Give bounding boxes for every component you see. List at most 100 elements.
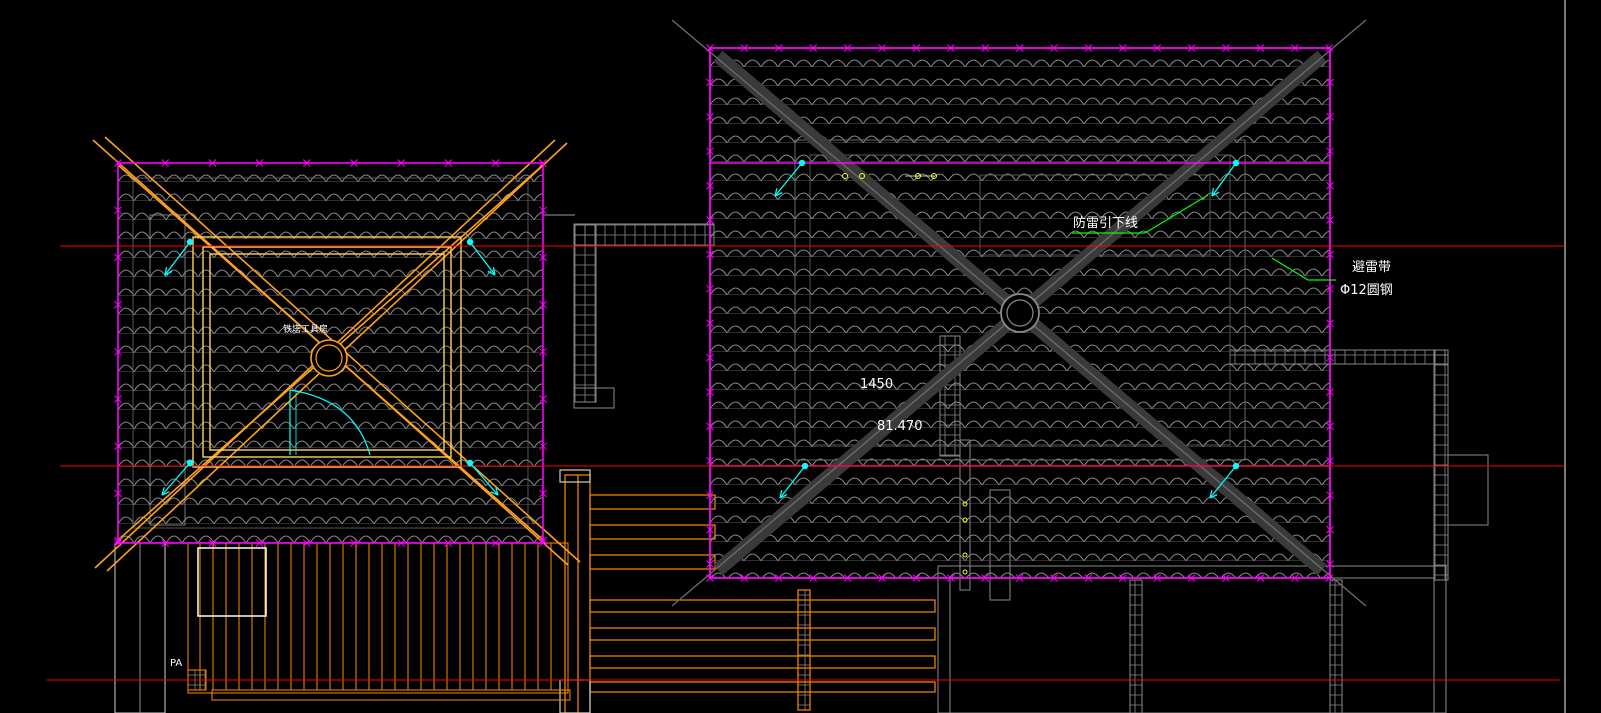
down-conductor-markers: [161, 159, 1240, 499]
belt-cross-mark: [1326, 250, 1334, 259]
belt-cross-mark: [912, 44, 921, 52]
belt-cross-mark: [706, 319, 714, 328]
belt-cross-mark: [706, 525, 714, 534]
belt-cross-mark: [706, 181, 714, 190]
belt-cross-mark: [774, 44, 783, 52]
belt-cross-mark: [706, 456, 714, 465]
belt-cross-mark: [1187, 574, 1196, 582]
belt-cross-mark: [1326, 147, 1334, 156]
belt-cross-mark: [539, 300, 547, 309]
belt-cross-mark: [1326, 353, 1334, 362]
belt-cross-mark: [397, 539, 406, 547]
belt-cross-mark: [114, 395, 122, 403]
belt-cross-mark: [1326, 319, 1334, 328]
belt-cross-mark: [538, 159, 547, 167]
belt-cross-mark: [1222, 574, 1230, 582]
belt-cross-mark: [1050, 574, 1058, 582]
belt-cross-mark: [255, 159, 264, 167]
lightning-belt-label: 避雷带: [1352, 260, 1391, 275]
belt-cross-mark: [706, 216, 714, 224]
belt-cross-mark: [1050, 44, 1058, 52]
left-roof: [92, 136, 581, 572]
down-conductor-arrow: [779, 462, 809, 499]
belt-cross-mark: [397, 159, 406, 167]
belt-cross-mark: [350, 539, 358, 547]
down-conductor-label: 防雷引下线: [1073, 215, 1138, 231]
belt-cross-mark: [1084, 44, 1093, 52]
belt-cross-mark: [444, 159, 453, 167]
belt-cross-mark: [208, 539, 217, 547]
belt-cross-mark: [255, 539, 264, 547]
belt-cross-mark: [740, 574, 749, 582]
pa-tag: PA: [170, 658, 182, 669]
belt-cross-mark: [706, 147, 714, 156]
right-roof: [671, 19, 1367, 607]
belt-cross-mark: [706, 284, 714, 293]
belt-cross-mark: [706, 422, 714, 431]
belt-cross-mark: [706, 78, 714, 87]
belt-cross-mark: [878, 574, 886, 582]
belt-cross-mark: [1015, 574, 1024, 582]
belt-cross-mark: [538, 539, 547, 547]
belt-cross-mark: [1326, 422, 1334, 431]
belt-cross-mark: [1326, 112, 1334, 121]
belt-cross-mark: [981, 574, 990, 582]
belt-cross-mark: [114, 442, 122, 451]
down-conductor-arrow: [1211, 159, 1240, 197]
belt-cross-mark: [114, 536, 122, 545]
belt-cross-mark: [114, 489, 122, 498]
belt-cross-mark: [946, 44, 955, 52]
belt-cross-mark: [1326, 216, 1334, 224]
belt-cross-mark: [706, 250, 714, 259]
belt-cross-mark: [1153, 574, 1162, 582]
down-conductor-arrow: [466, 459, 499, 496]
belt-cross-mark: [491, 539, 500, 547]
belt-cross-mark: [114, 159, 122, 167]
belt-cross-mark: [114, 253, 122, 262]
belt-cross-mark: [1118, 44, 1127, 52]
belt-cross-mark: [740, 44, 749, 52]
belt-cross-mark: [114, 206, 122, 215]
belt-cross-mark: [1326, 78, 1334, 87]
belt-cross-mark: [114, 347, 122, 356]
belt-cross-mark: [161, 159, 170, 167]
down-conductor-arrow: [774, 159, 806, 197]
belt-cross-mark: [1256, 44, 1265, 52]
belt-cross-mark: [539, 395, 547, 403]
belt-cross-mark: [706, 112, 714, 121]
belt-cross-mark: [161, 539, 170, 547]
belt-cross-mark: [114, 300, 122, 309]
belt-cross-mark: [539, 206, 547, 215]
belt-cross-mark: [843, 574, 852, 582]
belt-cross-mark: [302, 539, 311, 547]
dimension-1450: 1450: [860, 377, 893, 392]
belt-cross-mark: [1290, 574, 1299, 582]
belt-cross-mark: [1187, 44, 1196, 52]
belt-cross-mark: [539, 442, 547, 451]
belt-cross-mark: [539, 536, 547, 545]
leader-lines: [1072, 194, 1336, 281]
belt-cross-mark: [114, 539, 122, 547]
belt-cross-mark: [912, 574, 921, 582]
belt-cross-mark: [1118, 574, 1127, 582]
belt-cross-mark: [491, 159, 500, 167]
belt-cross-mark: [539, 253, 547, 262]
belt-cross-mark: [878, 44, 886, 52]
belt-cross-mark: [539, 489, 547, 498]
down-conductor-arrow: [1209, 462, 1240, 499]
down-conductor-arrow: [164, 238, 194, 276]
axis-lines: [47, 245, 1565, 681]
down-conductor-arrow: [466, 238, 496, 276]
belt-cross-mark: [1290, 44, 1299, 52]
belt-cross-mark: [1153, 44, 1162, 52]
belt-cross-mark: [1326, 181, 1334, 190]
belt-cross-mark: [302, 159, 311, 167]
belt-cross-mark: [843, 44, 852, 52]
belt-cross-mark: [774, 574, 783, 582]
belt-cross-mark: [208, 159, 217, 167]
belt-cross-mark: [706, 574, 714, 582]
down-conductor-arrow: [161, 459, 194, 496]
belt-cross-mark: [444, 539, 453, 547]
left-lower-structure: [114, 542, 571, 713]
